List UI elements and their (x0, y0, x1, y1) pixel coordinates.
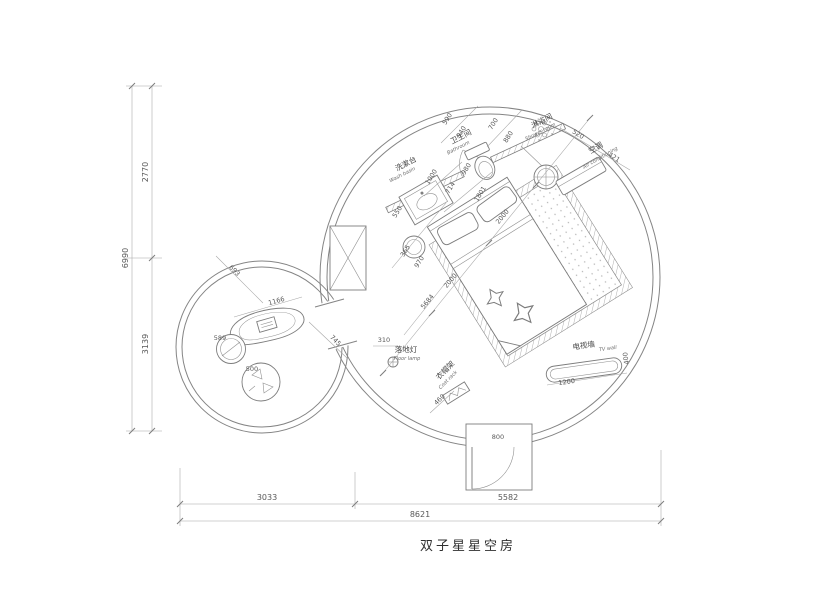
dim-left-lower: 3139 (141, 334, 150, 354)
dim-1200: 1200 (558, 377, 575, 387)
bean-bag-icon (241, 362, 281, 402)
dimension-lines (126, 85, 662, 526)
dim-5684: 5684 (419, 293, 436, 311)
coat-rack-icon (441, 381, 471, 405)
dim-bottom-left: 3033 (257, 493, 277, 502)
floor-lamp-icon (387, 356, 399, 368)
dim-1166: 1166 (267, 295, 285, 307)
shower-head-icon (531, 120, 553, 141)
dim-700: 700 (487, 117, 500, 132)
dim-400: 400 (621, 352, 631, 365)
dim-980: 980 (460, 162, 473, 177)
lounge-room-wall (175, 260, 349, 434)
stool-icon (533, 164, 559, 190)
dim-left-upper: 2770 (141, 162, 150, 182)
dim-left-total: 6990 (121, 248, 130, 268)
entry-door-swing (471, 446, 515, 490)
bean-table-icon (229, 307, 305, 346)
dim-421: 421 (607, 151, 622, 164)
throw-cushion (486, 288, 505, 307)
label-floor-lamp-cn: 落地灯 (395, 344, 418, 354)
dim-bottom-total: 8621 (410, 510, 430, 519)
dim-500: 500 (246, 365, 258, 373)
tv-cabinet-icon (545, 357, 623, 383)
shower-glass-partition (520, 145, 544, 168)
dim-880: 880 (502, 130, 515, 145)
dim-800: 800 (492, 433, 504, 441)
dimension-ticks (128, 82, 665, 525)
blanket-fold (497, 339, 522, 355)
wardrobe-niche (329, 225, 367, 291)
drawing-title: 双子星星空房 (420, 538, 516, 554)
bed-and-carpet (426, 164, 633, 368)
washbasin-icon (398, 174, 454, 226)
dim-bottom-right: 5582 (498, 493, 518, 502)
pillow (437, 212, 479, 246)
label-tv-wall-cn: 电视墙 (572, 338, 596, 351)
label-tv-wall-en: TV wall (599, 345, 618, 354)
dim-589: 589 (214, 334, 226, 342)
round-stool-icon (216, 334, 246, 364)
bedside-stool-icon (402, 235, 426, 259)
toilet-icon (464, 141, 496, 180)
dim-310: 310 (378, 336, 390, 344)
dim-693: 693 (227, 263, 241, 277)
ac-unit-icon (555, 156, 607, 196)
throw-cushion (513, 302, 535, 324)
label-floor-lamp-en: Floor lamp (394, 356, 421, 362)
passage-opening (313, 296, 359, 352)
entry-vestibule (465, 423, 533, 491)
pillow (476, 186, 518, 223)
bathroom-door-swing (459, 149, 464, 177)
